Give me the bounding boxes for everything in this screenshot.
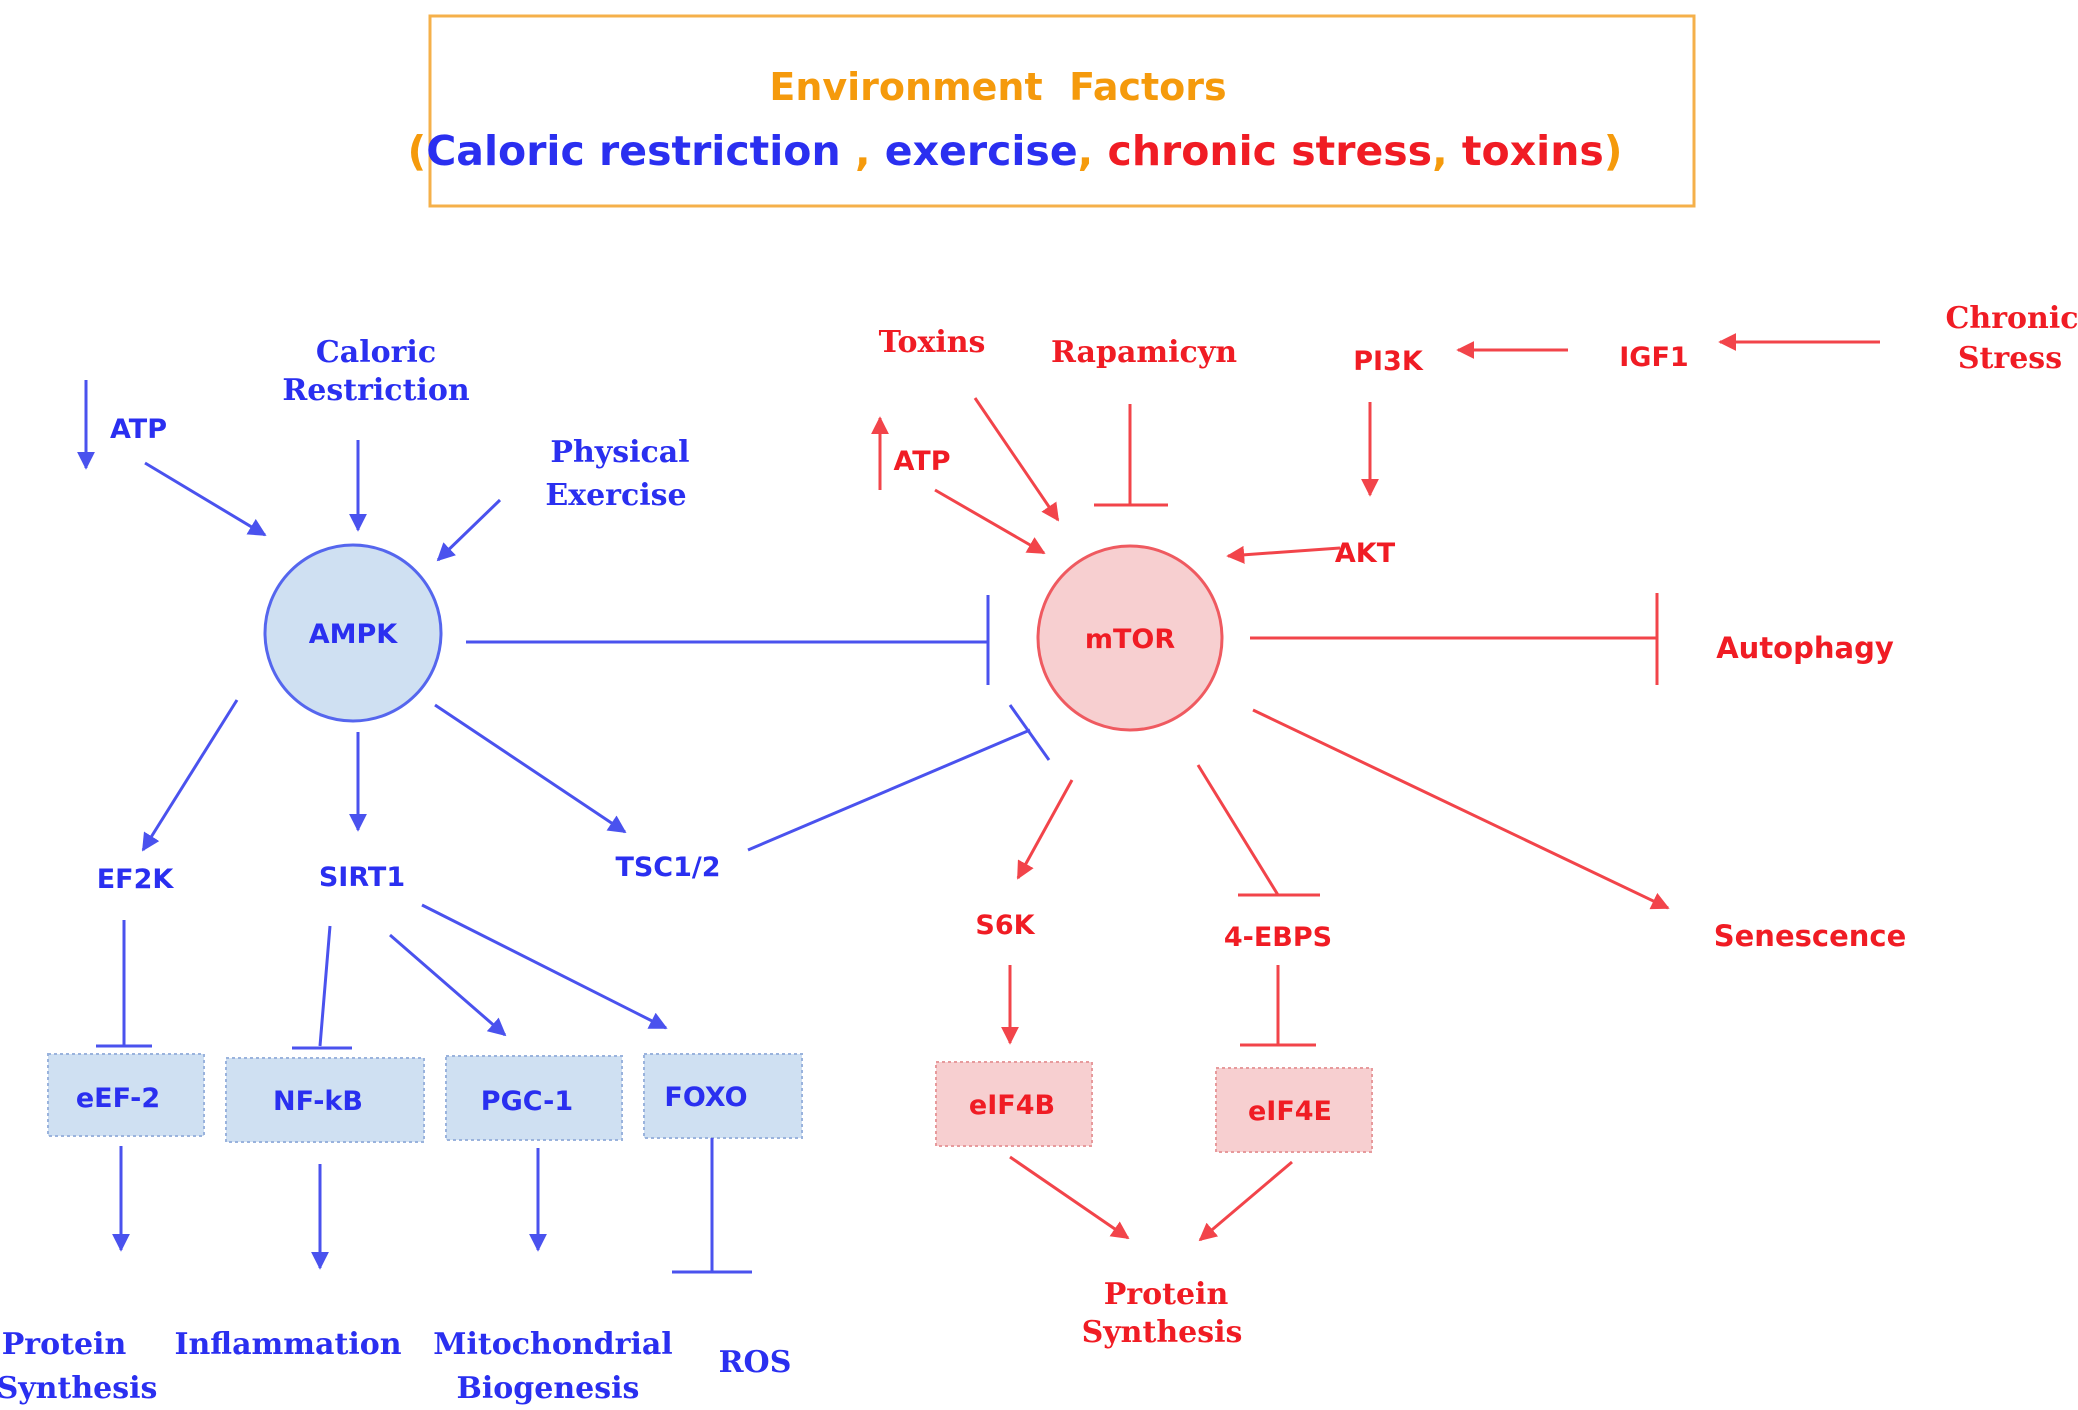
- ampk-to-ef2k-arrow: [141, 699, 239, 852]
- caloric-label-1: Caloric: [316, 335, 436, 370]
- box-eif4e: [1215, 1067, 1373, 1153]
- pi3k-label: PI3K: [1353, 346, 1424, 377]
- output-mito-2: Biogenesis: [457, 1371, 640, 1406]
- output-ros: ROS: [719, 1345, 792, 1380]
- environment-factors-box: Environment Factors (Caloric restriction…: [407, 14, 1696, 208]
- ampk-atp-label: ATP: [110, 414, 167, 445]
- sirt1-label: SIRT1: [319, 862, 405, 893]
- eef2-label: eEF-2: [76, 1083, 160, 1114]
- nfkb-label: NF-kB: [273, 1086, 363, 1117]
- akt-label: AKT: [1335, 538, 1396, 569]
- box-pgc1: [445, 1055, 623, 1141]
- eif4e-to-protein-arrow: [1198, 1160, 1293, 1242]
- ebps-label: 4-EBPS: [1224, 922, 1332, 953]
- sirt1-to-foxo-arrow: [421, 903, 668, 1030]
- s6k-label: S6K: [975, 910, 1035, 941]
- ampk-label: AMPK: [309, 619, 399, 650]
- stress-label-1: Chronic: [1946, 301, 2078, 336]
- output-mito-1: Mitochondrial: [433, 1327, 672, 1362]
- tsc-label: TSC1/2: [615, 852, 720, 883]
- mtor-pathway: Toxins Rapamicyn PI3K IGF1 Chronic Stres…: [871, 301, 2078, 1350]
- mtor-node: [1036, 544, 1224, 732]
- exercise-label-2: Exercise: [545, 478, 686, 513]
- sirt1-inhibits-nfkb: [318, 925, 332, 1047]
- exercise-label-1: Physical: [550, 435, 689, 470]
- output-inflammation: Inflammation: [174, 1327, 401, 1362]
- mtor-to-senescence-arrow: [1252, 708, 1670, 910]
- foxo-label: FOXO: [664, 1082, 747, 1113]
- akt-to-mtor-arrow: [1226, 545, 1341, 564]
- box-eef2: [47, 1053, 205, 1137]
- mtor-inhibits-4ebps: [1196, 764, 1280, 896]
- exercise-to-ampk-arrow: [436, 498, 502, 562]
- box-eif4b: [935, 1061, 1093, 1147]
- eif4e-label: eIF4E: [1248, 1096, 1332, 1127]
- ampk-to-tsc-arrow: [434, 703, 627, 834]
- header-factors: (Caloric restriction , exercise, chronic…: [407, 127, 1622, 175]
- mtor-protein-2: Synthesis: [1082, 1315, 1243, 1350]
- autophagy-label: Autophagy: [1716, 631, 1894, 665]
- output-protein-1: Protein: [2, 1327, 127, 1362]
- igf1-label: IGF1: [1619, 342, 1688, 373]
- ef2k-label: EF2K: [97, 864, 175, 895]
- mtor-protein-1: Protein: [1104, 1277, 1229, 1312]
- eif4b-to-protein-arrow: [1009, 1155, 1130, 1240]
- mtor-to-s6k-arrow: [1016, 779, 1074, 880]
- mtor-label: mTOR: [1085, 624, 1176, 655]
- eif4b-label: eIF4B: [969, 1090, 1055, 1121]
- caloric-label-2: Restriction: [282, 373, 469, 408]
- ampk-pathway: ATP Caloric Restriction Physical Exercis…: [0, 335, 1051, 1406]
- mtor-atp-label: ATP: [893, 446, 950, 477]
- box-nfkb: [225, 1057, 425, 1143]
- header-title: Environment Factors: [769, 65, 1226, 109]
- atp-to-ampk-arrow: [144, 461, 267, 537]
- stress-label-2: Stress: [1958, 341, 2062, 376]
- ampk-node: [263, 543, 443, 723]
- rapamycin-label: Rapamicyn: [1051, 335, 1237, 370]
- pgc1-label: PGC-1: [481, 1086, 573, 1117]
- box-foxo: [643, 1053, 803, 1139]
- output-protein-2: Synthesis: [0, 1371, 157, 1406]
- toxins-to-mtor-arrow: [973, 397, 1060, 522]
- sirt1-to-pgc1-arrow: [389, 933, 507, 1037]
- atp-to-mtor-arrow: [934, 488, 1046, 555]
- senescence-label: Senescence: [1714, 919, 1907, 953]
- tsc-inhibits-mtor: [747, 728, 1031, 852]
- toxins-label: Toxins: [879, 325, 986, 360]
